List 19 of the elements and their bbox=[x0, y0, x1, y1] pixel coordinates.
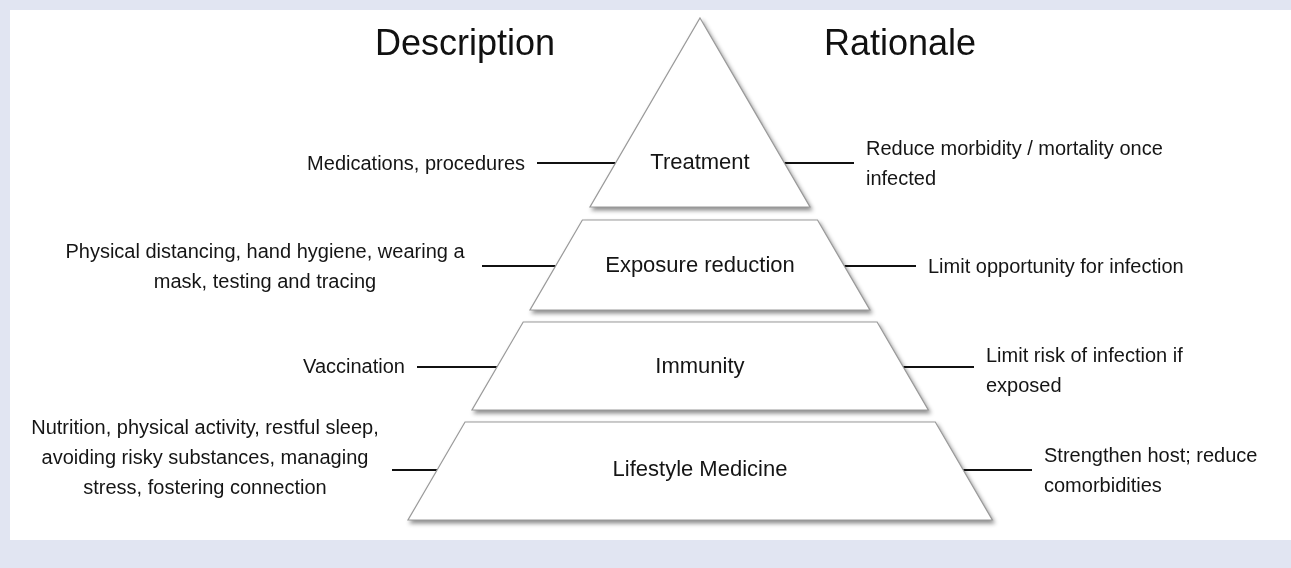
tier-label: Treatment bbox=[649, 149, 751, 175]
tier-label: Exposure reduction bbox=[604, 252, 796, 278]
description-text: Vaccination bbox=[240, 351, 405, 381]
rationale-text: Limit risk of infection if exposed bbox=[986, 340, 1236, 400]
description-text: Nutrition, physical activity, restful sleep, avoiding risky substances, managing stress, fostering connection bbox=[30, 412, 380, 502]
pyramid-tier bbox=[530, 220, 870, 310]
connector-line bbox=[962, 469, 1033, 471]
rationale-text: Reduce morbidity / mortality once infected bbox=[866, 133, 1196, 193]
description-text: Medications, procedures bbox=[240, 148, 525, 178]
column-heading: Rationale bbox=[823, 22, 977, 64]
rationale-text: Strengthen host; reduce comorbidities bbox=[1044, 440, 1290, 500]
connector-line bbox=[843, 265, 917, 267]
connector-line bbox=[416, 366, 498, 368]
column-heading: Description bbox=[374, 22, 556, 64]
tier-label: Lifestyle Medicine bbox=[611, 456, 789, 482]
rationale-text: Limit opportunity for infection bbox=[928, 251, 1273, 281]
pyramid-tier bbox=[590, 18, 810, 207]
description-text: Physical distancing, hand hygiene, wearing a mask, testing and tracing bbox=[60, 236, 470, 296]
tier-label: Immunity bbox=[654, 353, 746, 379]
